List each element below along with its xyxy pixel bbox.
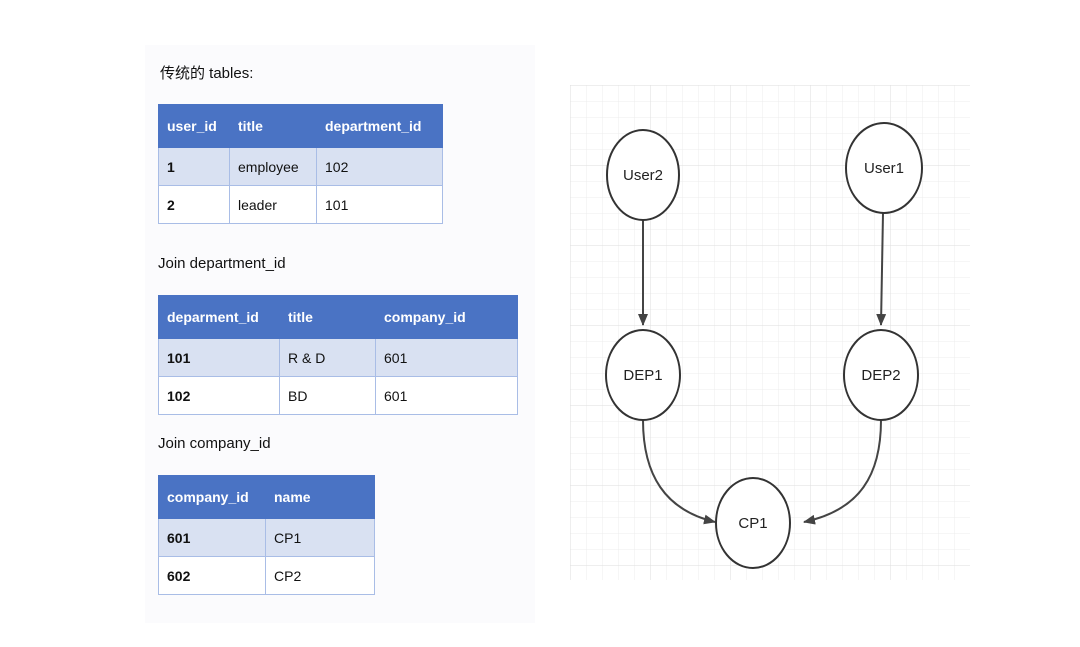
node-user2: User2 — [606, 129, 680, 221]
companies-table: company_id name 601 CP1 602 CP2 — [158, 475, 375, 595]
join-department-heading: Join department_id — [158, 255, 286, 272]
table-cell: 2 — [158, 185, 230, 224]
table-cell: BD — [279, 376, 376, 415]
node-cp1-label: CP1 — [738, 515, 767, 532]
node-user1-label: User1 — [864, 160, 904, 177]
table-cell: 601 — [375, 376, 518, 415]
edge-dep1-cp1 — [642, 419, 716, 525]
table-cell: CP2 — [265, 556, 375, 595]
table-cell: employee — [229, 147, 317, 186]
relationship-graph: User2 User1 DEP1 DEP2 CP1 — [570, 85, 970, 580]
column-header-deparment-id: deparment_id — [158, 295, 280, 339]
column-header-company-id: company_id — [158, 475, 266, 519]
node-dep2-label: DEP2 — [861, 367, 900, 384]
table-cell: CP1 — [265, 518, 375, 557]
table-row: 602 CP2 — [158, 556, 375, 595]
node-user1: User1 — [845, 122, 923, 214]
table-cell: R & D — [279, 338, 376, 377]
table-cell: 102 — [158, 376, 280, 415]
table-cell: 602 — [158, 556, 266, 595]
table-cell: 601 — [375, 338, 518, 377]
table-cell: 601 — [158, 518, 266, 557]
departments-table: deparment_id title company_id 101 R & D … — [158, 295, 518, 415]
edge-user1-dep2 — [876, 212, 887, 326]
column-header-department-id: department_id — [316, 104, 443, 148]
table-cell: 1 — [158, 147, 230, 186]
node-user2-label: User2 — [623, 167, 663, 184]
column-header-company-id: company_id — [375, 295, 518, 339]
table-row: 102 BD 601 — [158, 376, 518, 415]
users-table: user_id title department_id 1 employee 1… — [158, 104, 443, 224]
table-header-row: company_id name — [158, 475, 375, 519]
table-row: 2 leader 101 — [158, 185, 443, 224]
node-dep1-label: DEP1 — [623, 367, 662, 384]
table-cell: 101 — [158, 338, 280, 377]
table-row: 101 R & D 601 — [158, 338, 518, 377]
graph-canvas: User2 User1 DEP1 DEP2 CP1 — [570, 85, 970, 580]
table-row: 601 CP1 — [158, 518, 375, 557]
column-header-name: name — [265, 475, 375, 519]
join-company-heading: Join company_id — [158, 435, 271, 452]
edge-dep2-cp1 — [803, 419, 882, 525]
column-header-title: title — [229, 104, 317, 148]
table-cell: 101 — [316, 185, 443, 224]
table-cell: leader — [229, 185, 317, 224]
table-cell: 102 — [316, 147, 443, 186]
table-header-row: deparment_id title company_id — [158, 295, 518, 339]
table-header-row: user_id title department_id — [158, 104, 443, 148]
traditional-tables-heading: 传统的 tables: — [160, 65, 254, 82]
node-dep1: DEP1 — [605, 329, 681, 421]
node-dep2: DEP2 — [843, 329, 919, 421]
column-header-title: title — [279, 295, 376, 339]
table-row: 1 employee 102 — [158, 147, 443, 186]
column-header-user-id: user_id — [158, 104, 230, 148]
node-cp1: CP1 — [715, 477, 791, 569]
